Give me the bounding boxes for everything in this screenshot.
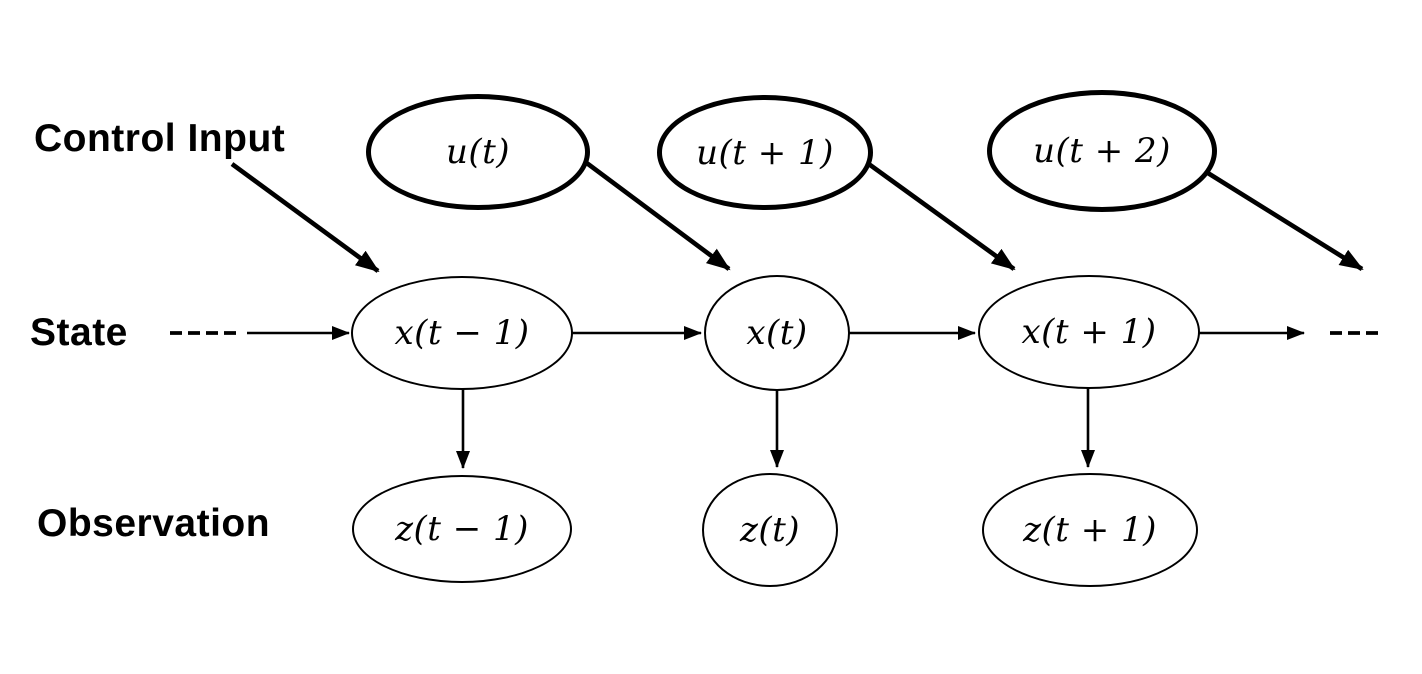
node-z-t: z(t)	[702, 473, 838, 587]
node-x-t-plus-1: x(t + 1)	[978, 275, 1200, 389]
node-u-t-plus-1: u(t + 1)	[657, 95, 873, 210]
node-u-t-plus-1-label: u(t + 1)	[696, 132, 834, 173]
node-x-t-label: x(t)	[746, 313, 808, 353]
node-z-t-plus-1: z(t + 1)	[982, 473, 1198, 587]
node-z-t-minus-1: z(t − 1)	[352, 475, 572, 583]
node-u-t: u(t)	[366, 94, 590, 210]
node-z-t-minus-1-label: z(t − 1)	[395, 509, 529, 549]
row-label-observation: Observation	[37, 502, 271, 545]
node-x-t-plus-1-label: x(t + 1)	[1021, 312, 1157, 352]
node-x-t-minus-1-label: x(t − 1)	[394, 313, 530, 353]
edge-u-t-to-x-t	[582, 159, 731, 271]
node-x-t-minus-1: x(t − 1)	[351, 276, 573, 390]
node-u-t-label: u(t)	[445, 132, 511, 172]
node-z-t-label: z(t)	[739, 510, 801, 550]
edge-u-t1-to-x-t1	[864, 160, 1016, 271]
node-u-t-plus-2-label: u(t + 2)	[1033, 131, 1171, 171]
node-x-t: x(t)	[704, 275, 850, 391]
row-label-state: State	[30, 311, 128, 354]
row-label-control-input: Control Input	[34, 117, 286, 160]
node-u-t-plus-2: u(t + 2)	[987, 90, 1217, 212]
edge-u-t2-to-next-state	[1193, 163, 1364, 271]
edge-control-label-to-x-tm1	[230, 162, 380, 273]
node-z-t-plus-1-label: z(t + 1)	[1023, 510, 1157, 550]
